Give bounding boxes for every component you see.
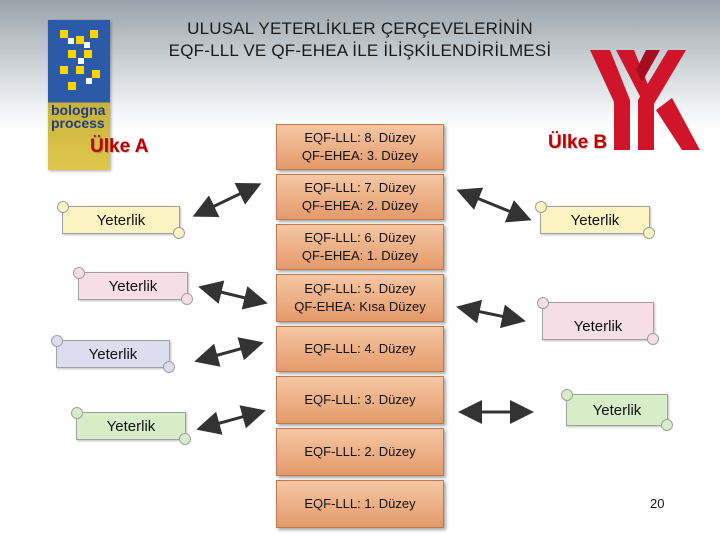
level-line: EQF-LLL: 5. Düzey	[304, 281, 416, 296]
bologna-process-logo: bologna process	[48, 20, 110, 170]
country-b-qualification-1: Yeterlik	[535, 201, 655, 239]
level-line: QF-EHEA: 1. Düzey	[301, 248, 419, 263]
qualification-label: Yeterlik	[108, 277, 158, 295]
title-line-2: EQF-LLL VE QF-EHEA İLE İLİŞKİLENDİRİLMES…	[168, 41, 552, 60]
level-box-6: EQF-LLL: 6. Düzey QF-EHEA: 1. Düzey	[276, 224, 444, 270]
qualification-label: Yeterlik	[106, 417, 156, 435]
arrow-b1	[456, 187, 532, 223]
level-line: EQF-LLL: 6. Düzey	[304, 230, 416, 245]
bologna-logo-text: bologna process	[51, 102, 106, 131]
level-box-3: EQF-LLL: 3. Düzey	[276, 376, 444, 424]
level-line: EQF-LLL: 3. Düzey	[304, 392, 416, 407]
level-box-4: EQF-LLL: 4. Düzey	[276, 326, 444, 372]
qualification-label: Yeterlik	[592, 401, 642, 419]
country-b-qualification-2: Yeterlik	[537, 297, 659, 345]
level-line: EQF-LLL: 8. Düzey	[304, 130, 416, 145]
country-a-qualification-3: Yeterlik	[51, 335, 175, 373]
yok-logo	[590, 50, 700, 150]
qualification-label: Yeterlik	[570, 211, 620, 229]
page-number: 20	[650, 496, 665, 511]
country-a-qualification-4: Yeterlik	[71, 407, 191, 445]
level-line: QF-EHEA: Kısa Düzey	[294, 299, 426, 314]
arrow-a1	[192, 183, 262, 217]
level-line: QF-EHEA: 2. Düzey	[301, 198, 419, 213]
level-box-8: EQF-LLL: 8. Düzey QF-EHEA: 3. Düzey	[276, 124, 444, 170]
level-box-5: EQF-LLL: 5. Düzey QF-EHEA: Kısa Düzey	[276, 274, 444, 322]
country-a-label: Ülke A	[90, 136, 149, 157]
qualification-label: Yeterlik	[96, 211, 146, 229]
country-a-qualification-2: Yeterlik	[73, 267, 193, 305]
title-line-1: ULUSAL YETERLİKLER ÇERÇEVELERİNİN	[187, 19, 533, 38]
level-line: EQF-LLL: 1. Düzey	[304, 496, 416, 511]
level-line: EQF-LLL: 2. Düzey	[304, 444, 416, 459]
bologna-star-icon	[60, 30, 100, 90]
arrow-a2	[198, 280, 268, 310]
country-a-qualification-1: Yeterlik	[57, 201, 185, 239]
level-box-2: EQF-LLL: 2. Düzey	[276, 428, 444, 476]
arrow-a4	[196, 405, 266, 435]
country-b-label: Ülke B	[548, 132, 608, 153]
level-line: EQF-LLL: 4. Düzey	[304, 341, 416, 356]
level-line: QF-EHEA: 3. Düzey	[301, 148, 419, 163]
slide-title: ULUSAL YETERLİKLER ÇERÇEVELERİNİN EQF-LL…	[120, 18, 600, 62]
level-box-7: EQF-LLL: 7. Düzey QF-EHEA: 2. Düzey	[276, 174, 444, 220]
qualification-label: Yeterlik	[573, 317, 623, 335]
qualification-label: Yeterlik	[88, 345, 138, 363]
level-box-1: EQF-LLL: 1. Düzey	[276, 480, 444, 528]
level-line: EQF-LLL: 7. Düzey	[304, 180, 416, 195]
arrow-b2	[456, 299, 526, 329]
arrow-a3	[194, 337, 264, 367]
country-b-qualification-3: Yeterlik	[561, 389, 673, 431]
